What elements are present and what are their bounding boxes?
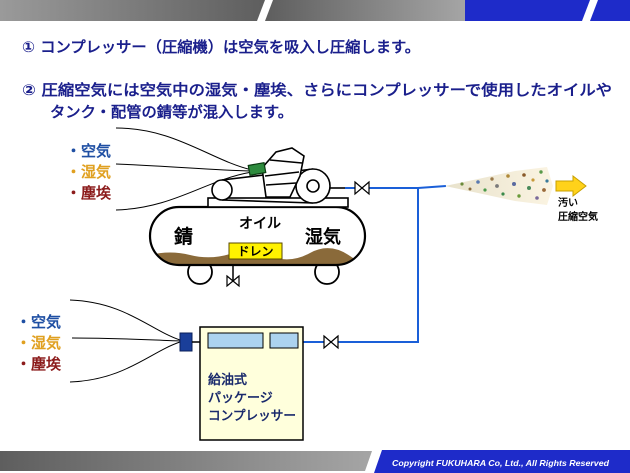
top-intake-curves bbox=[115, 127, 253, 211]
top-band-gray-right bbox=[265, 0, 465, 21]
tank-label-rust: 錆 bbox=[174, 225, 193, 248]
point-2-line-2: タンク・配管の錆等が混入します。 bbox=[50, 103, 293, 121]
top-input-moisture: ・湿気 bbox=[66, 163, 111, 181]
package-panel-right bbox=[269, 332, 299, 349]
footer-band: Copyright FUKUHARA Co, Ltd., All Rights … bbox=[0, 450, 630, 473]
valve-bottom-icon bbox=[323, 334, 339, 350]
package-intake-icon bbox=[179, 332, 193, 352]
package-compressor: 給油式 パッケージ コンプレッサー bbox=[179, 326, 304, 441]
output-label-line-2: 圧縮空気 bbox=[558, 210, 598, 223]
drain-label-box bbox=[228, 242, 283, 260]
bottom-input-moisture: ・湿気 bbox=[16, 334, 61, 352]
package-label-line-3: コンプレッサー bbox=[208, 409, 296, 424]
package-panel-left bbox=[207, 332, 264, 349]
bottom-intake-curves bbox=[69, 299, 181, 383]
drain-valve-icon bbox=[226, 274, 240, 288]
intake-curve-moisture bbox=[115, 163, 253, 172]
intake-curve-dust bbox=[115, 171, 253, 211]
pipe-riser bbox=[303, 188, 419, 343]
top-input-air: ・空気 bbox=[66, 142, 111, 160]
top-band bbox=[0, 0, 630, 21]
flow-arrow-icon bbox=[555, 174, 587, 198]
intake-curve-moisture bbox=[71, 337, 181, 342]
intake-curve-air bbox=[115, 127, 253, 171]
top-input-list: ・空気 ・湿気 ・塵埃 bbox=[66, 142, 112, 202]
tank-label-moisture: 湿気 bbox=[305, 226, 341, 248]
contaminant-particles bbox=[460, 170, 549, 200]
intake-filter-icon bbox=[247, 161, 267, 177]
top-band-blue-block bbox=[465, 0, 590, 21]
intake-curve-dust bbox=[69, 341, 181, 383]
copyright-text: Copyright FUKUHARA Co, Ltd., All Rights … bbox=[392, 458, 610, 468]
package-label-line-2: パッケージ bbox=[208, 391, 273, 406]
tank-label-oil: オイル bbox=[239, 216, 281, 232]
tank-compressor: 錆 オイル 湿気 ドレン bbox=[148, 147, 367, 288]
cylinder-fin bbox=[264, 171, 300, 177]
point-2-line-1: ② 圧縮空気には空気中の湿気・塵埃、さらにコンプレッサーで使用したオイルや bbox=[22, 81, 612, 99]
point-1-text: ① コンプレッサー（圧縮機）は空気を吸入し圧縮します。 bbox=[22, 38, 420, 56]
belt-bottom bbox=[221, 199, 314, 204]
compressor-head bbox=[207, 147, 349, 208]
flywheel-hub bbox=[306, 179, 320, 193]
intake-curve-air bbox=[69, 299, 181, 341]
drain-label: ドレン bbox=[237, 245, 273, 259]
package-label-line-1: 給油式 bbox=[208, 372, 247, 388]
bottom-input-air: ・空気 bbox=[16, 313, 61, 331]
bottom-input-list: ・空気 ・湿気 ・塵埃 bbox=[16, 313, 62, 373]
spray-cone bbox=[445, 167, 553, 205]
top-band-gray-left bbox=[0, 0, 265, 21]
footer-blue bbox=[374, 450, 630, 473]
top-input-dust: ・塵埃 bbox=[66, 184, 112, 202]
dirty-air-spray: 汚い 圧縮空気 bbox=[445, 167, 598, 223]
output-label-line-1: 汚い bbox=[558, 196, 578, 209]
motor-pulley bbox=[211, 179, 233, 201]
bottom-input-dust: ・塵埃 bbox=[16, 355, 62, 373]
tank-body bbox=[150, 207, 365, 265]
top-band-blue-end bbox=[590, 0, 630, 21]
cylinder-fin bbox=[265, 182, 297, 186]
cylinder-fin bbox=[269, 159, 303, 164]
footer-gray bbox=[0, 451, 372, 471]
valve-top-icon bbox=[354, 180, 370, 196]
